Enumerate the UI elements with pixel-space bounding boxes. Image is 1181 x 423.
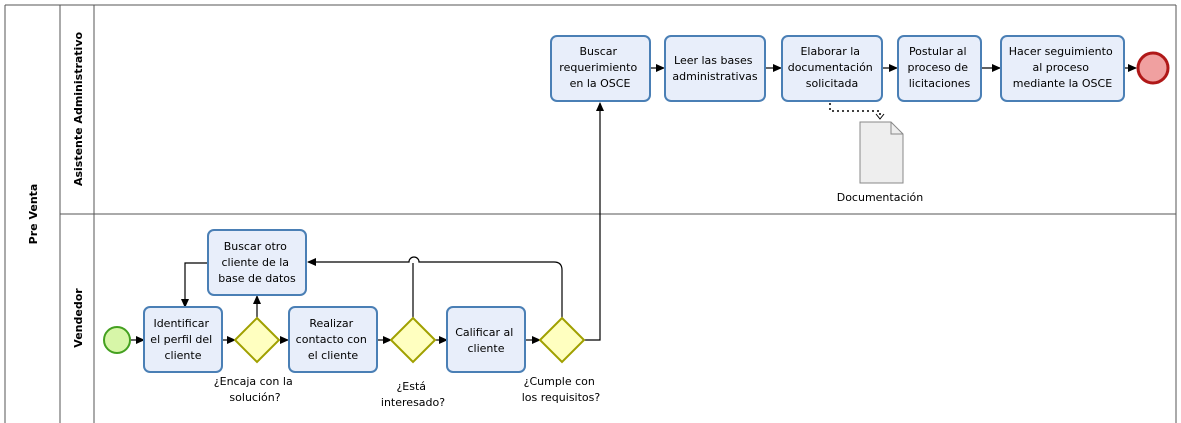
- task-elaborar-documentacion[interactable]: Elaborar la documentación solicitada: [781, 35, 883, 102]
- svg-text:Identificar el perfil de: Identificar el perfil del cliente: [150, 317, 215, 362]
- svg-text:Elaborar la documentació: Elaborar la documentación solicitada: [788, 45, 877, 90]
- flow-cumple-buscar-otro: [307, 256, 563, 318]
- task-hacer-seguimiento[interactable]: Hacer seguimiento al proceso mediante la…: [1000, 35, 1125, 102]
- svg-text:Hacer seguimiento al pro: Hacer seguimiento al proceso mediante la…: [1009, 45, 1116, 90]
- data-association: [829, 103, 885, 120]
- svg-text:Calificar al cliente: Calificar al cliente: [455, 326, 517, 355]
- lane-label-asistente: Asistente Administrativo: [72, 32, 85, 187]
- sequence-flows: [131, 64, 1137, 344]
- gateway-encaja-label: ¿Encaja con la solución?: [214, 375, 296, 404]
- gateway-interesado[interactable]: [389, 316, 437, 364]
- task-buscar-requerimiento[interactable]: Buscar requerimiento en la OSCE: [550, 35, 651, 102]
- gateway-cumple[interactable]: [538, 316, 586, 364]
- end-event[interactable]: [1136, 51, 1170, 85]
- document-icon: [859, 121, 904, 184]
- svg-text:Buscar otro cliente de l: Buscar otro cliente de la base de datos: [218, 240, 296, 285]
- pool-label: Pre Venta: [27, 184, 40, 245]
- gateway-interesado-label: ¿Está interesado?: [381, 380, 445, 409]
- start-event[interactable]: [103, 326, 131, 354]
- gateway-encaja[interactable]: [233, 316, 281, 364]
- task-realizar-contacto[interactable]: Realizar contacto con el cliente: [288, 306, 378, 373]
- task-postular[interactable]: Postular al proceso de licitaciones: [897, 35, 982, 102]
- flow-buscar-otro-identificar: [181, 262, 208, 308]
- svg-text:Leer las bases administr: Leer las bases administrativas: [672, 54, 757, 83]
- svg-text:Realizar contacto con: Realizar contacto con el cliente: [296, 317, 371, 362]
- pool: [4, 4, 1177, 423]
- task-buscar-otro-cliente[interactable]: Buscar otro cliente de la base de datos: [207, 229, 307, 296]
- svg-text:Buscar requerimiento: Buscar requerimiento en la OSCE: [559, 45, 640, 90]
- data-object: [859, 121, 904, 184]
- svg-text:Postular al proceso de: Postular al proceso de licitaciones: [907, 45, 971, 90]
- task-leer-bases[interactable]: Leer las bases administrativas: [664, 35, 766, 102]
- task-calificar-cliente[interactable]: Calificar al cliente: [446, 306, 526, 373]
- flow-cumple-buscar-req: [584, 102, 604, 341]
- lane-label-vendedor: Vendedor: [72, 288, 85, 348]
- task-identificar[interactable]: Identificar el perfil del cliente: [143, 306, 223, 373]
- gateway-cumple-label: ¿Cumple con los requisitos?: [522, 375, 601, 404]
- artifact-label: Documentación: [837, 191, 924, 204]
